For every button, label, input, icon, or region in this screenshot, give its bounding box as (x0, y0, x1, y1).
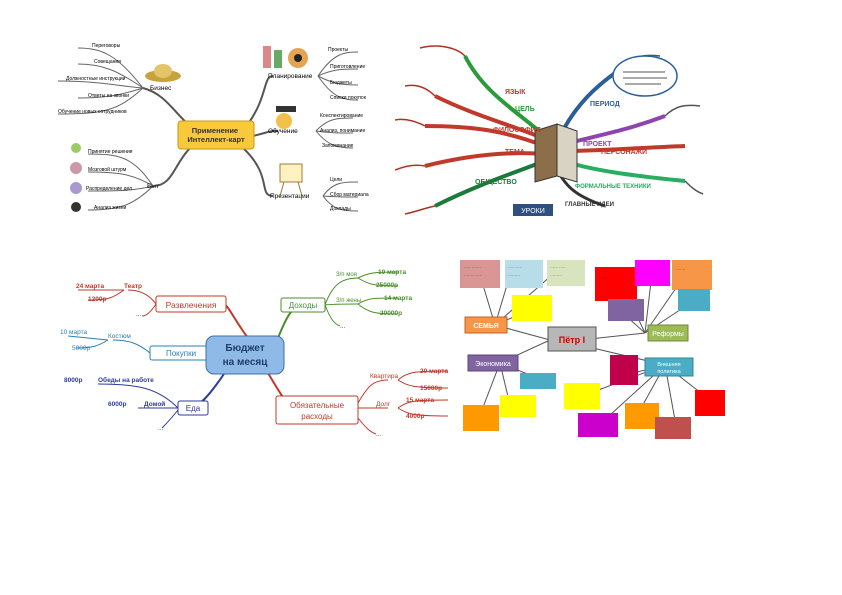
leaf: Запоминание (322, 143, 354, 149)
date-suit: 10 марта (60, 329, 87, 336)
node-family: СЕМЬЯ (473, 323, 498, 330)
node-reforms: Реформы (652, 331, 684, 338)
node-foreign-2: политика (657, 369, 681, 375)
svg-text:·········: ········· (508, 273, 520, 278)
date-flat: 20 марта (420, 368, 448, 375)
node-center: Пётр I (559, 335, 585, 345)
leaf: Конспектирование (320, 113, 363, 119)
amount-home: 6000р (108, 401, 126, 408)
center-budget-2: на месяц (223, 357, 269, 368)
more: ... (136, 311, 142, 318)
svg-text:····· ·····: ····· ····· (508, 265, 522, 270)
branch-presentation: Презентации (270, 193, 310, 200)
amount-suit: 5000р (72, 345, 90, 352)
leaf: Ответы на звонки (88, 93, 129, 99)
leaf-suit: Костюм (108, 333, 131, 340)
leaf: Списки покупок (330, 95, 367, 101)
mandatory-1: Обязательные (290, 401, 345, 410)
svg-text:······ ·····: ······ ····· (550, 265, 566, 270)
branch-label: ПЕРИОД (590, 101, 620, 108)
branch-label: ПЕРСОНАЖИ (601, 149, 647, 156)
mandatory-2: расходы (301, 412, 333, 421)
amount-theatre: 1200р (88, 296, 106, 303)
branch-label: ФИЛОСОФИЯ (493, 127, 541, 134)
hat-icon (145, 64, 181, 82)
leaf: Принятие решения (88, 149, 133, 155)
leaf: Мозговой штурм (88, 166, 127, 173)
branch-income: Доходы (289, 301, 318, 310)
date-my-salary: 10 марта (378, 269, 406, 276)
leaf: Анализ жизни (94, 205, 126, 211)
branch-label: ЦЕЛЬ (515, 106, 535, 113)
leaf: Бюджеты (330, 80, 352, 86)
leaf-debt: Долг (376, 401, 391, 408)
leaf: Совещания (94, 59, 121, 65)
amount-lunch: 8000р (64, 377, 82, 384)
branch-label: ЯЗЫК (505, 89, 526, 96)
thought-bubble (612, 55, 678, 97)
mindmap-applications: Применение Интеллект-карт Бизнес Быт Пла… (57, 36, 388, 231)
leaf-home: Домой (144, 400, 165, 408)
svg-text:········ ·····: ········ ····· (464, 273, 482, 278)
leaf: Доклады (330, 206, 351, 212)
branch-food: Еда (186, 404, 201, 413)
leaf: Должностные инструкции (66, 76, 126, 82)
center-lessons: УРОКИ (521, 208, 545, 215)
svg-text:····· ·······: ····· ······· (464, 265, 481, 270)
node-economy: Экономика (475, 361, 511, 368)
svg-text:·········: ········· (598, 275, 610, 280)
svg-text:·······: ······· (676, 267, 685, 272)
branch-label: ТЕМА (505, 149, 525, 156)
leaf: Переговоры (92, 43, 121, 49)
date-debt: 15 марта (406, 397, 434, 404)
leaf-my-salary: З/п моя (336, 272, 357, 278)
leaf-flat: Квартира (370, 373, 398, 380)
svg-text:·········: ········· (550, 273, 562, 278)
branch-entertainment: Развлечения (166, 300, 217, 310)
life-icons (70, 143, 82, 212)
more: ... (158, 425, 164, 432)
more: ... (376, 431, 382, 438)
leaf: Проекты (328, 47, 348, 53)
leaf: Приготовление (330, 64, 365, 70)
mindmap-budget: Развлечения Театр ... 24 марта 1200р Пок… (58, 268, 458, 438)
more: ... (340, 323, 346, 330)
leaf: Обучение новых сотрудников (58, 109, 127, 115)
branch-label: ГЛАВНЫЕ ИДЕИ (565, 202, 614, 208)
amount-my-salary: 25000р (376, 282, 398, 289)
graduate-icon (276, 106, 296, 129)
branch-purchases: Покупки (166, 349, 196, 358)
amount-flat: 15000р (420, 385, 442, 392)
leaf-wife-salary: З/п жены (336, 298, 361, 304)
branch-planning: Планирование (268, 73, 313, 80)
amount-debt: 4000р (406, 413, 424, 420)
node-foreign-1: Внешняя (657, 362, 680, 368)
leaf-lunch: Обеды на работе (98, 376, 154, 384)
leaf: Анализ, понимание (320, 128, 365, 134)
mindmap-book: УРОКИ ЦЕЛЬ ЯЗЫК ФИЛОСОФИЯ ТЕМА ОБЩЕСТВО … (394, 36, 705, 226)
date-theatre: 24 марта (76, 283, 104, 290)
center-title: Применение Интеллект-карт (187, 126, 245, 144)
leaf: Распределение дел (86, 186, 132, 192)
branch-business: Бизнес (150, 85, 172, 92)
branch-learning: Обучение (268, 127, 298, 135)
tools-icon (263, 46, 308, 68)
easel-icon (279, 163, 303, 197)
leaf: Цели (330, 177, 342, 183)
branch-label: ФОРМАЛЬНЫЕ ТЕХНИКИ (575, 184, 651, 190)
center-budget-1: Бюджет (225, 343, 264, 354)
branch-label: ОБЩЕСТВО (475, 179, 517, 186)
branch-life: Быт (147, 183, 159, 190)
leaf: Сбор материала (330, 192, 369, 198)
book-icon (534, 123, 578, 183)
mindmap-peter: ····· ······· ········ ····· ····· ····· ·… (460, 255, 725, 440)
amount-wife-salary: 20000р (380, 310, 402, 317)
date-wife-salary: 14 марта (384, 295, 412, 302)
branch-label: ПРОЕКТ (583, 141, 612, 148)
leaf-theatre: Театр (124, 283, 142, 290)
